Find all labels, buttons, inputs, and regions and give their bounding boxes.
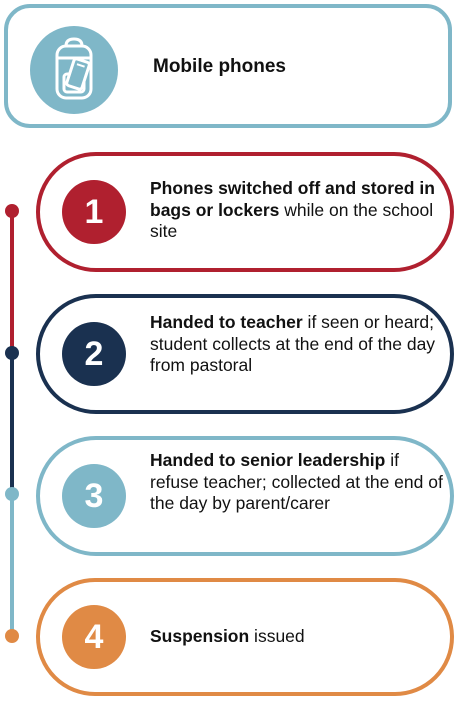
step-number-3: 3: [62, 464, 126, 528]
step-card-1: 1 Phones switched off and stored in bags…: [36, 152, 454, 272]
header-card: Mobile phones: [4, 4, 452, 128]
step-text-1: Phones switched off and stored in bags o…: [150, 178, 446, 243]
step-rest-text-1: while on the school site: [150, 199, 434, 242]
step-bold-text-4: Suspension: [150, 626, 250, 646]
step-number-1: 1: [62, 180, 126, 244]
step-rest-text-4: issued: [249, 626, 305, 646]
timeline-dot-3: [5, 487, 19, 501]
step-text-4: Suspension issued: [150, 626, 446, 648]
step-bold-text-3: Handed to senior leadership: [150, 450, 386, 470]
timeline-dot-4: [5, 629, 19, 643]
step-text-2: Handed to teacher if seen or heard; stud…: [150, 312, 446, 377]
step-number-4: 4: [62, 605, 126, 669]
header-icon-badge: [30, 26, 118, 114]
step-text-3: Handed to senior leadership if refuse te…: [150, 450, 446, 515]
step-number-2: 2: [62, 322, 126, 386]
step-rest-text-3: if refuse teacher; collected at the end …: [150, 450, 443, 513]
step-bold-text-2: Handed to teacher: [150, 312, 303, 332]
timeline-dot-1: [5, 204, 19, 218]
step-card-2: 2 Handed to teacher if seen or heard; st…: [36, 294, 454, 414]
step-card-4: 4 Suspension issued: [36, 578, 454, 696]
timeline-dot-2: [5, 346, 19, 360]
timeline: [5, 204, 19, 643]
step-card-3: 3 Handed to senior leadership if refuse …: [36, 436, 454, 556]
step-bold-text-1: Phones switched off and stored in bags o…: [150, 178, 435, 220]
backpack-with-phone-icon: [55, 37, 93, 100]
header-title: Mobile phones: [153, 56, 286, 77]
step-rest-text-2: if seen or heard; student collects at th…: [150, 312, 436, 375]
